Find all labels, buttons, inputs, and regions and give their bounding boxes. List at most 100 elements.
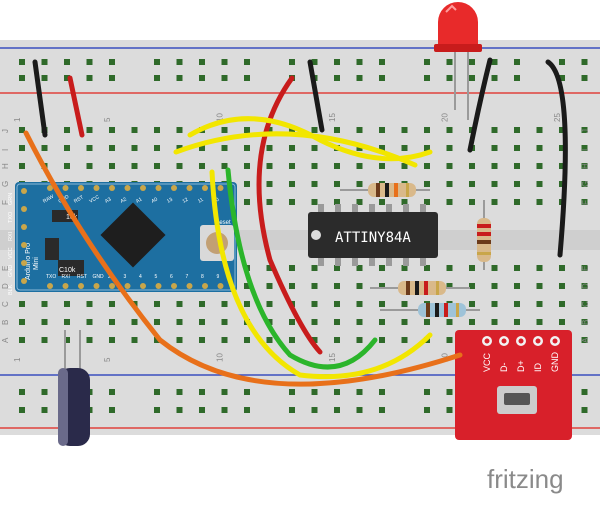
breadboard-hole: [559, 319, 565, 325]
arduino-top-pin: [62, 185, 69, 191]
breadboard-hole: [379, 199, 385, 205]
rail-hole: [334, 75, 340, 81]
breadboard-hole: [379, 265, 385, 271]
column-number-top: 1: [13, 117, 22, 122]
resistor-2: [477, 200, 491, 270]
breadboard-hole: [536, 181, 543, 187]
rail-hole: [41, 75, 48, 81]
resistor-1: [340, 183, 430, 197]
wires: [23, 57, 568, 387]
breadboard-hole: [491, 265, 498, 271]
chip-pin-bottom: [403, 258, 409, 266]
breadboard-hole: [401, 265, 408, 271]
breadboard-hole: [41, 337, 48, 343]
wire-black-1: [32, 59, 48, 138]
chip-pin-top: [318, 204, 324, 212]
breadboard-hole: [176, 145, 183, 151]
arduino-top-pin: [47, 185, 53, 191]
arduino-left-pin: [21, 206, 27, 212]
breadboard-hole: [491, 145, 498, 151]
arduino-left-pin-label: GRN: [8, 193, 14, 205]
breadboard-hole: [64, 319, 70, 325]
breadboard-hole: [311, 337, 318, 343]
rail-hole: [109, 389, 115, 395]
rail-hole: [289, 59, 295, 65]
column-number-top: 20: [441, 113, 450, 122]
breadboard-hole: [356, 181, 363, 187]
arduino-left-pin: [21, 278, 27, 284]
breadboard-hole: [334, 319, 340, 325]
row-letter: C: [581, 301, 590, 307]
arduino-top-pin-label: A3: [104, 196, 112, 204]
row-letter-left: J: [1, 129, 10, 133]
breadboard-hole: [154, 319, 160, 325]
fritzing-watermark: fritzing: [487, 464, 564, 494]
breadboard-hole: [289, 163, 295, 169]
arduino-bottom-pin: [93, 283, 100, 289]
rail-hole: [311, 389, 318, 395]
chip-pin-top: [403, 204, 409, 212]
breadboard-hole: [536, 163, 543, 169]
rail-hole: [199, 407, 205, 413]
breadboard-hole: [424, 199, 430, 205]
breadboard-hole: [469, 319, 475, 325]
breadboard-hole: [401, 319, 408, 325]
arduino-top-pin: [78, 185, 84, 191]
rail-hole: [221, 389, 228, 395]
breadboard-hole: [379, 319, 385, 325]
row-letter: I: [581, 149, 590, 151]
rail-hole: [199, 75, 205, 81]
breadboard-hole: [334, 283, 340, 289]
rail-hole: [379, 389, 385, 395]
breadboard-hole: [334, 337, 340, 343]
rail-hole: [379, 407, 385, 413]
breadboard-hole: [581, 163, 588, 169]
arduino-left-pin: [21, 242, 27, 248]
wire-black-4: [467, 57, 493, 153]
rail-hole: [109, 407, 115, 413]
rail-hole: [109, 75, 115, 81]
resistor-3: [370, 281, 470, 295]
rail-hole: [221, 59, 228, 65]
rail-hole: [379, 59, 385, 65]
arduino-bottom-pin-label: 4: [139, 274, 142, 280]
breadboard-hole: [154, 145, 160, 151]
breadboard-hole: [289, 127, 295, 133]
breadboard-hole: [64, 145, 70, 151]
led-rim: [434, 44, 482, 52]
arduino-top-pin: [93, 185, 100, 191]
breadboard-hole: [109, 127, 115, 133]
breadboard-hole: [311, 283, 318, 289]
arduino-bottom-pin: [217, 283, 224, 289]
rail-hole: [244, 407, 250, 413]
breadboard-hole: [131, 319, 138, 325]
led: [434, 2, 482, 120]
breadboard-hole: [176, 163, 183, 169]
rail-hole: [469, 75, 475, 81]
breadboard-hole: [266, 283, 273, 289]
breadboard-hole: [289, 181, 295, 187]
chip-pin-top: [386, 204, 392, 212]
breadboard-hole: [311, 319, 318, 325]
breadboard-hole: [514, 181, 520, 187]
breadboard-hole: [446, 319, 453, 325]
breadboard-hole: [221, 337, 228, 343]
row-letter: E: [581, 266, 590, 271]
breadboard-hole: [311, 301, 318, 307]
usb-board: [455, 330, 572, 440]
rail-hole: [199, 59, 205, 65]
breadboard-hole: [64, 301, 70, 307]
rail-hole: [19, 407, 25, 413]
breadboard-hole: [356, 145, 363, 151]
breadboard-hole: [289, 319, 295, 325]
breadboard-hole: [559, 265, 565, 271]
arduino-bottom-pin: [62, 283, 69, 289]
rail-hole: [334, 407, 340, 413]
led-highlight: [445, 4, 457, 13]
breadboard-hole: [379, 337, 385, 343]
led-body: [438, 2, 478, 46]
breadboard-hole: [109, 145, 115, 151]
breadboard-hole: [469, 163, 475, 169]
breadboard-hole: [514, 127, 520, 133]
